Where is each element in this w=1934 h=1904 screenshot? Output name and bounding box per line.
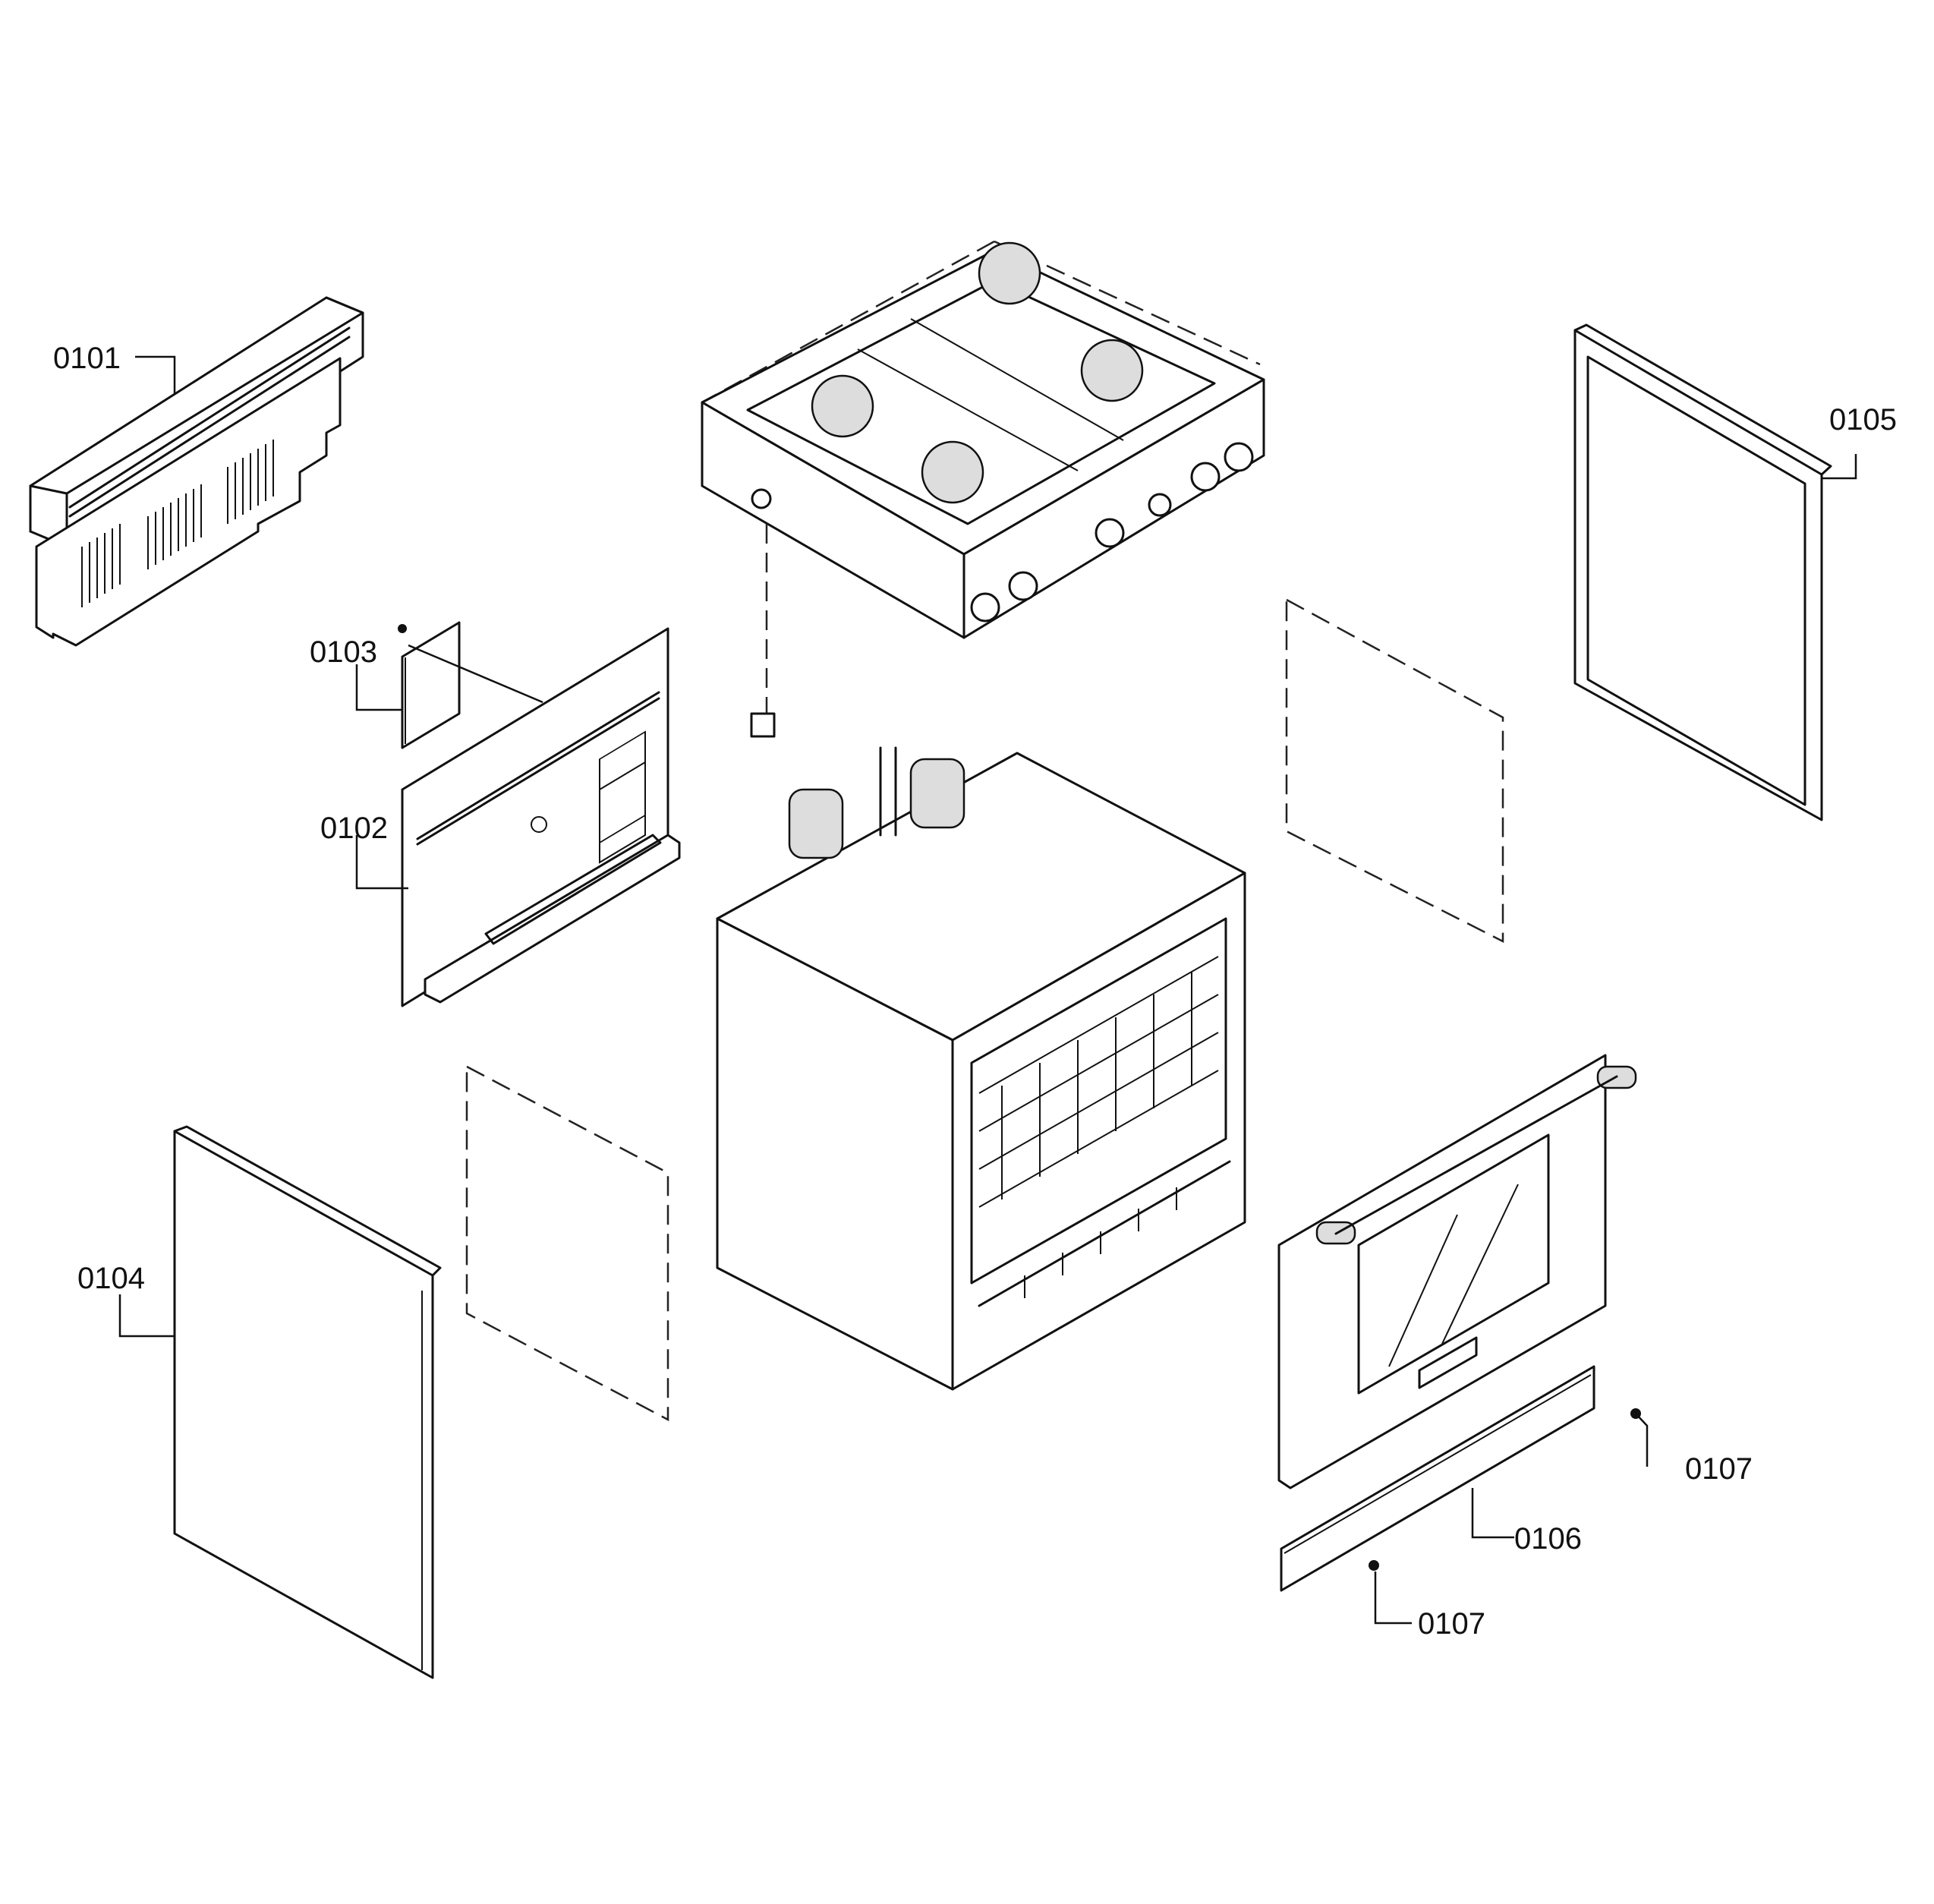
callout-labels: 0101 0103 0102 0105 0104 0107 0106 0107 xyxy=(53,342,1897,1641)
callout-0107-left: 0107 xyxy=(1418,1607,1485,1641)
callout-0105: 0105 xyxy=(1829,403,1897,437)
left-insulation-panel xyxy=(465,1064,669,1422)
cooktop-assembly xyxy=(701,240,1265,738)
callout-0103: 0103 xyxy=(310,635,377,669)
leader-lines xyxy=(118,355,1857,1625)
oven-racks xyxy=(978,956,1219,1208)
vent-grille-right xyxy=(227,440,274,524)
callout-0107-right: 0107 xyxy=(1685,1452,1753,1486)
right-insulation-panel xyxy=(1285,597,1504,944)
part-0107-screw-left[interactable] xyxy=(1369,1560,1379,1571)
vent-grille-middle xyxy=(147,484,202,569)
part-0103-cover-plate[interactable] xyxy=(398,621,461,749)
callout-0104: 0104 xyxy=(77,1262,145,1295)
control-knobs xyxy=(970,442,1254,623)
callout-0102: 0102 xyxy=(320,812,388,845)
oven-door xyxy=(1277,1054,1637,1489)
part-0105-side-panel-right[interactable] xyxy=(1573,323,1832,821)
callout-0101: 0101 xyxy=(53,342,121,375)
oven-cavity-assembly xyxy=(716,746,1246,1391)
part-0106-door-trim[interactable] xyxy=(1280,1365,1595,1592)
part-0104-side-panel-left[interactable] xyxy=(173,1125,442,1679)
part-0102-rear-panel[interactable] xyxy=(401,627,681,1007)
vent-grille-left xyxy=(81,524,121,607)
part-0101-backguard[interactable] xyxy=(29,296,364,647)
callout-0106: 0106 xyxy=(1514,1522,1582,1556)
